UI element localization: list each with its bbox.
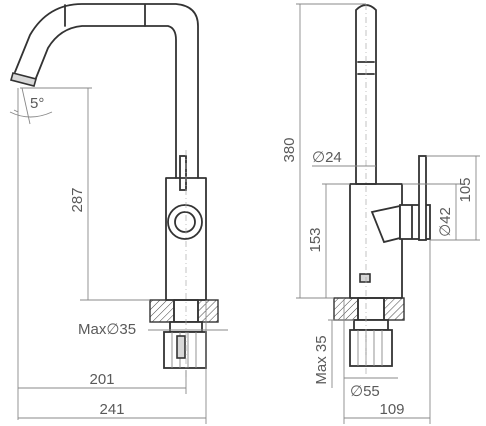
height-287-label: 287: [69, 187, 86, 212]
body-dia-label: ∅42: [437, 207, 454, 237]
thread-label: Max 35: [313, 335, 330, 384]
left-base-hatch-left: [149, 299, 175, 323]
left-view-faucet: [10, 3, 219, 378]
max-dia-label: Max∅35: [78, 321, 136, 338]
depth-109-label: 109: [379, 401, 404, 418]
angle-label: 5°: [30, 95, 44, 112]
right-view-faucet: [333, 4, 431, 376]
width-201-label: 201: [89, 371, 114, 388]
spout-dia-label: ∅24: [312, 149, 342, 166]
left-base-hatch-right: [197, 299, 219, 323]
right-lever-handle: [418, 155, 427, 241]
right-nut: [349, 329, 393, 367]
right-base-hatch-left: [333, 297, 359, 321]
height-380-label: 380: [281, 137, 298, 162]
cartridge-knob: [167, 204, 203, 240]
left-dimensions: [9, 87, 228, 424]
width-241-label: 241: [99, 401, 124, 418]
right-dimensions: [296, 3, 480, 424]
spout-tip: [10, 72, 37, 87]
lever-height-label: 105: [457, 177, 474, 202]
right-base-hatch-right: [383, 297, 405, 321]
base-dia-label: ∅55: [350, 383, 380, 400]
lever-handle: [179, 155, 187, 191]
height-153-label: 153: [307, 227, 324, 252]
